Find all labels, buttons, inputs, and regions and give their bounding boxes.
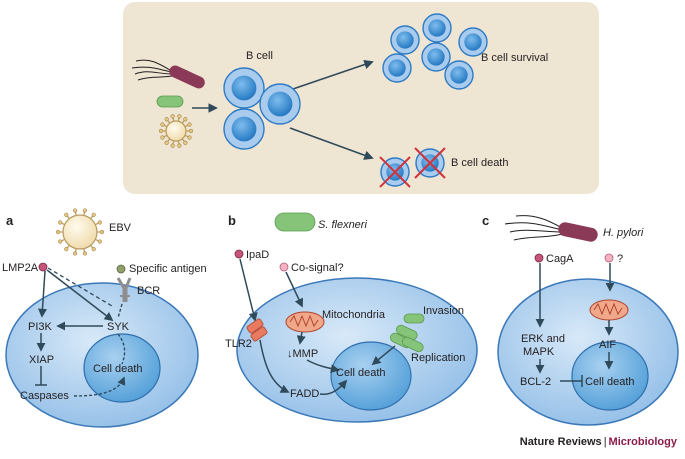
fadd-to-death-arrow	[319, 379, 348, 396]
mapk-label: MAPK	[523, 346, 555, 358]
surviving-b-cell	[390, 25, 420, 55]
cosignal-label: Co-signal?	[291, 262, 344, 274]
b-cell	[259, 83, 301, 125]
dying-b-cells	[379, 147, 446, 188]
cosignal-dot	[279, 262, 289, 272]
mitochondrion-icon	[285, 311, 325, 333]
journal-name: Nature Reviews	[519, 436, 602, 448]
survival-arrow	[289, 59, 374, 91]
mito-to-mmp-arrow	[296, 331, 306, 345]
nucleus-b	[330, 341, 412, 411]
lmp2a-to-bcr-dashed	[47, 267, 113, 307]
unknown-factor-dot	[604, 253, 614, 263]
caga-label: CagA	[546, 253, 574, 265]
h-pylori-icon	[504, 215, 598, 242]
mmp-to-death-arrow	[306, 359, 340, 374]
s-flexneri-label: S. flexneri	[318, 219, 367, 231]
panel-b-letter: b	[228, 213, 236, 228]
tlr2-receptor-icon	[246, 318, 268, 342]
b-cell-survival-label: B cell survival	[481, 52, 548, 64]
fadd-label: FADD	[290, 388, 319, 400]
surviving-b-cell	[422, 13, 452, 43]
bacterium-icon	[131, 59, 205, 89]
ebv-virus-icon	[55, 208, 105, 256]
tlr2-label: TLR2	[225, 338, 252, 350]
b-cell	[223, 108, 265, 150]
antigen-dot	[116, 264, 126, 274]
mmp-label: ↓MMP	[287, 348, 318, 360]
surviving-b-cell	[382, 53, 412, 83]
ebv-virus-icon	[158, 114, 194, 148]
shigella-icon	[156, 95, 184, 108]
lmp2a-to-syk-arrow	[46, 269, 114, 322]
mitochondria-label: Mitochondria	[322, 309, 386, 321]
tlr2-to-fadd-arrow	[259, 339, 290, 393]
panel-c-letter: c	[482, 213, 489, 228]
caspases-to-death-arrow	[73, 376, 126, 397]
caspases-label: Caspases	[20, 390, 69, 402]
caga-dot	[534, 253, 544, 263]
lmp2a-to-pi3k-arrow	[37, 270, 47, 318]
surviving-b-cells	[382, 13, 488, 90]
cosignal-to-mito-arrow	[285, 271, 304, 308]
journal-credit: Nature Reviews|Microbiology	[520, 436, 677, 448]
syk-label: SYK	[107, 321, 130, 333]
top-panel-background	[123, 2, 599, 194]
ipad-to-tlr2-arrow	[239, 258, 258, 322]
unknown-factor-label: ?	[617, 253, 623, 265]
dying-b-cell	[379, 156, 411, 188]
invading-bacterium-icon	[403, 313, 425, 324]
specific-antigen-label: Specific antigen	[129, 263, 207, 275]
b-cell	[223, 67, 265, 109]
replication-to-death-arrow	[371, 345, 396, 366]
b-cell-label: B cell	[246, 50, 273, 62]
surviving-b-cell	[421, 42, 451, 72]
pi3k-label: PI3K	[28, 321, 53, 333]
bcr-receptor-icon	[116, 277, 132, 302]
b-cell-cluster	[223, 67, 301, 150]
xiap-label: XIAP	[29, 354, 54, 366]
bcl2-label: BCL-2	[520, 376, 551, 388]
nucleus-c	[571, 341, 649, 411]
syk-to-death-dashed	[117, 333, 126, 365]
b-cell-death-label: B cell death	[451, 157, 508, 169]
surviving-b-cell	[458, 27, 488, 57]
lmp2a-label: LMP2A	[2, 262, 39, 274]
mitochondrion-icon	[589, 299, 629, 321]
shigella-icon	[274, 212, 316, 232]
lmp2a-dot	[38, 262, 48, 272]
invasion-label: Invasion	[423, 305, 464, 317]
cell-death-label-c: Cell death	[585, 376, 635, 388]
aif-label: AIF	[599, 339, 616, 351]
ipad-label: IpaD	[246, 249, 269, 261]
nucleus-a	[83, 333, 161, 403]
replication-label: Replication	[411, 352, 465, 364]
erk-label: ERK and	[521, 333, 565, 345]
journal-section: Microbiology	[608, 436, 677, 448]
death-arrow	[289, 127, 374, 160]
bcr-label: BCR	[137, 285, 160, 297]
bcr-to-syk-dashed	[117, 303, 123, 319]
cell-death-label-a: Cell death	[93, 363, 143, 375]
ebv-label: EBV	[109, 222, 132, 234]
credit-separator: |	[603, 436, 607, 448]
replicating-bacteria-icon	[389, 324, 424, 353]
ipad-dot	[234, 249, 244, 259]
surviving-b-cell	[444, 60, 474, 90]
h-pylori-label: H. pylori	[603, 227, 644, 239]
dying-b-cell	[414, 147, 446, 179]
panel-a-letter: a	[6, 213, 14, 228]
cell-death-label-b: Cell death	[336, 367, 386, 379]
